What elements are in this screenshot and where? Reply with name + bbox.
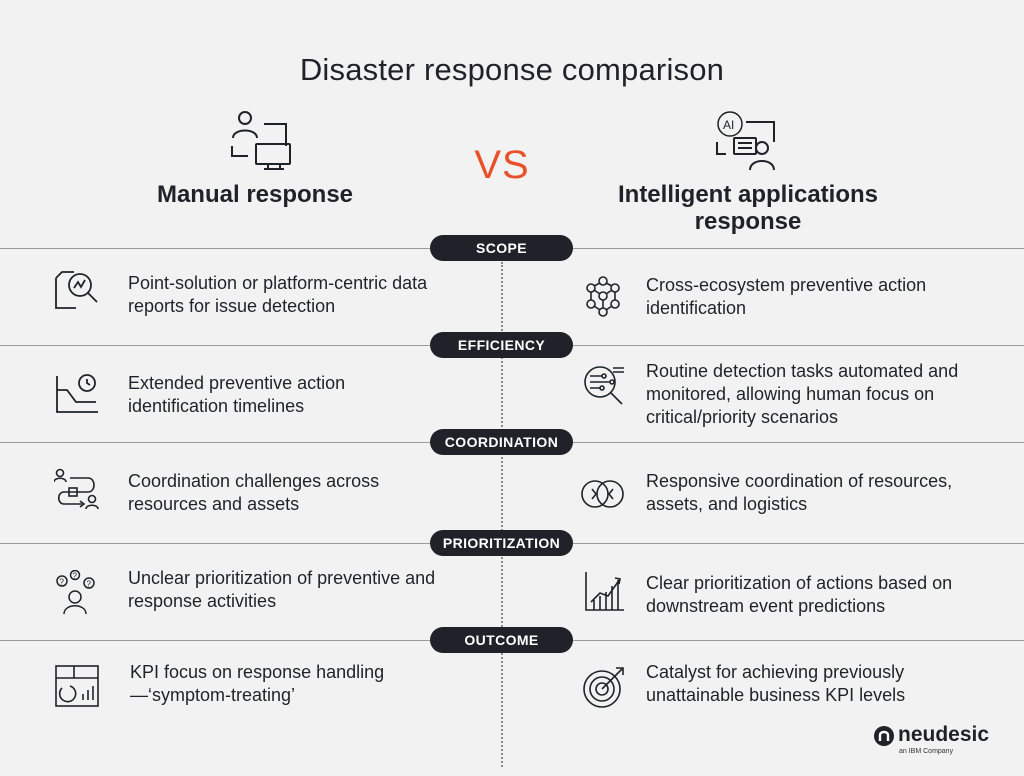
ai-text: AI (723, 118, 734, 132)
timeline-clock-icon (56, 374, 98, 413)
outcome-right-text: Catalyst for achieving previously unatta… (646, 662, 906, 705)
report-magnifier-icon (55, 271, 98, 309)
network-nodes-icon (586, 276, 620, 317)
ai-person-icon: AI (716, 111, 775, 171)
person-questions-icon: ? ? ? (56, 570, 95, 615)
manual-response-heading: Manual response (156, 181, 354, 208)
section-pill-coordination: COORDINATION (430, 429, 573, 455)
section-pill-efficiency: EFFICIENCY (430, 332, 573, 358)
logo-wordmark: neudesic (898, 723, 990, 746)
automation-magnifier-icon (584, 366, 624, 405)
section-pill-prioritization: PRIORITIZATION (430, 530, 573, 556)
neudesic-logo-icon (874, 726, 894, 746)
coordination-left-text: Coordination challenges across resources… (128, 471, 380, 514)
prioritization-right-text: Clear prioritization of actions based on… (646, 573, 953, 616)
logo-tagline: an IBM Company (899, 748, 954, 755)
people-flow-icon (54, 468, 99, 510)
svg-text:?: ? (60, 578, 65, 587)
efficiency-right-text: Routine detection tasks automated and mo… (646, 361, 959, 427)
section-pill-outcome: OUTCOME (430, 627, 573, 653)
prioritization-left-text: Unclear prioritization of preventive and… (128, 568, 436, 611)
scope-right-text: Cross-ecosystem preventive action identi… (646, 275, 927, 318)
scope-left-text: Point-solution or platform-centric data … (128, 273, 428, 316)
dashboard-icon (55, 665, 99, 707)
coordination-right-text: Responsive coordination of resources, as… (646, 471, 953, 514)
person-computer-icon (231, 111, 291, 170)
outcome-left-text: KPI focus on response handling—‘symptom-… (130, 662, 385, 705)
efficiency-left-text: Extended preventive action identificatio… (128, 373, 346, 416)
center-dotted-divider (501, 262, 503, 767)
vs-label: VS (474, 143, 530, 187)
cycle-arrows-icon (581, 480, 624, 508)
target-arrow-icon (583, 667, 624, 708)
page-title: Disaster response comparison (299, 52, 725, 87)
intelligent-response-heading: Intelligent applications response (617, 181, 879, 235)
svg-text:?: ? (73, 572, 78, 581)
svg-text:?: ? (87, 580, 92, 589)
bar-chart-trend-icon (585, 572, 624, 611)
section-pill-scope: SCOPE (430, 235, 573, 261)
